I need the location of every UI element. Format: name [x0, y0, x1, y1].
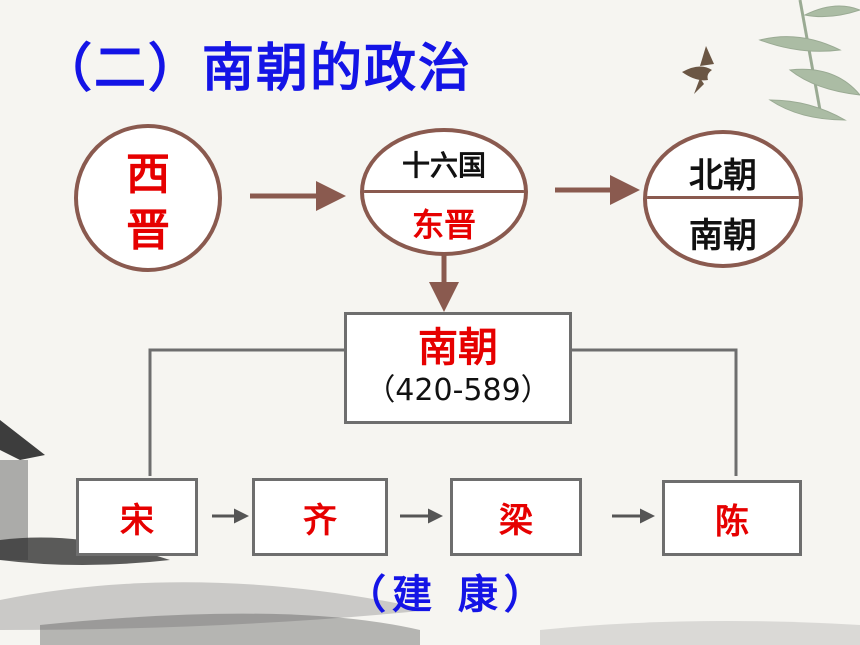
right-divider — [647, 196, 799, 199]
circle-middle: 十六国 东晋 — [360, 128, 528, 256]
right-top-label: 北朝 — [689, 156, 757, 196]
dynasty-song-label: 宋 — [120, 500, 154, 541]
capital-label: （建 康） — [346, 572, 550, 618]
middle-bottom-label: 东晋 — [411, 206, 476, 244]
dynasty-liang-label: 梁 — [499, 500, 533, 541]
dynasty-box-song: 宋 — [76, 478, 198, 556]
xijin-line2: 晋 — [126, 205, 170, 256]
ink-wash-stroke — [540, 621, 860, 645]
bamboo-icon — [758, 0, 860, 121]
dynasty-qi-label: 齐 — [303, 500, 337, 541]
nanchao-title: 南朝 — [418, 325, 498, 371]
bracket-left — [148, 348, 345, 476]
nanchao-box: 南朝 （420-589） — [344, 312, 572, 424]
xijin-line1: 西 — [126, 149, 170, 200]
ink-wash-stroke — [40, 613, 420, 645]
dynasty-box-qi: 齐 — [252, 478, 388, 556]
dynasty-box-chen: 陈 — [662, 480, 802, 556]
middle-divider — [364, 190, 524, 193]
right-bottom-label: 南朝 — [689, 216, 757, 256]
circle-xijin: 西 晋 — [74, 124, 222, 272]
dynasty-box-liang: 梁 — [450, 478, 582, 556]
page-title: （二）南朝的政治 — [40, 39, 473, 99]
circle-right: 北朝 南朝 — [643, 130, 803, 268]
nanchao-years: （420-589） — [365, 373, 551, 408]
ink-wash-stroke — [0, 582, 430, 630]
bird-icon — [682, 46, 714, 94]
dynasty-chen-label: 陈 — [715, 501, 749, 542]
middle-top-label: 十六国 — [401, 149, 486, 182]
bracket-right — [572, 348, 738, 476]
